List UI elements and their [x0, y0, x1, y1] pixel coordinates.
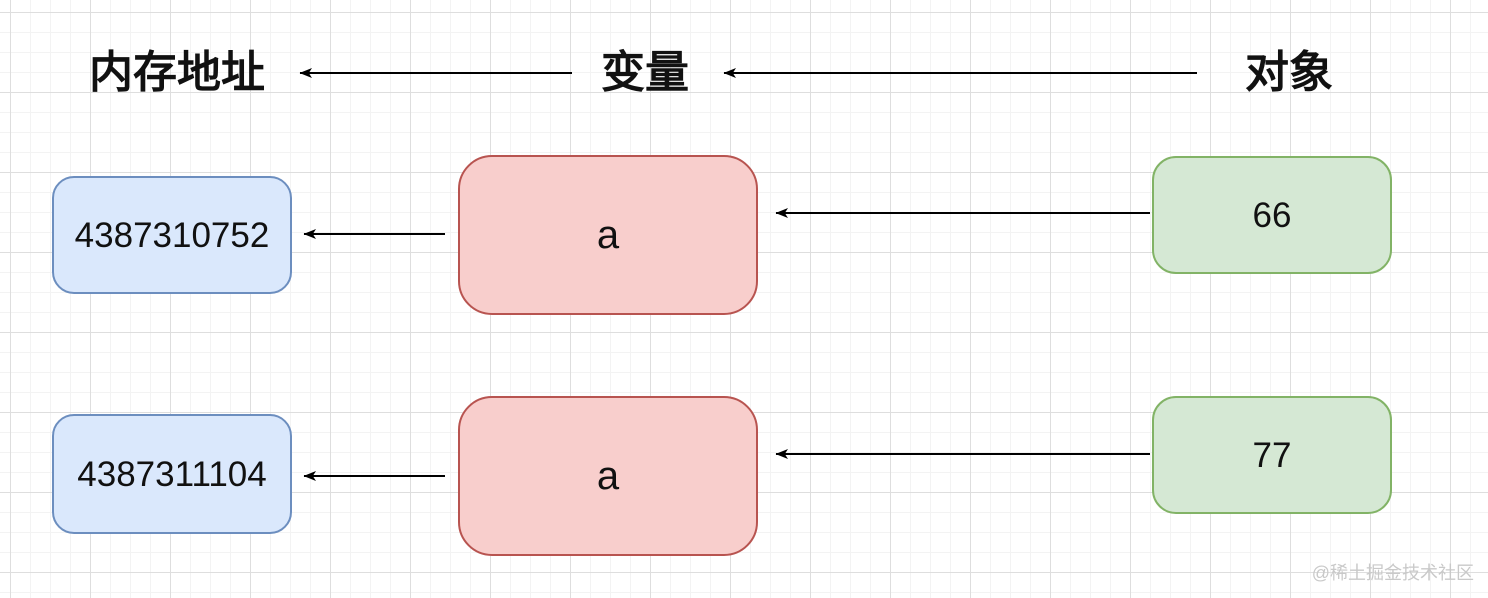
address-box-row1: 4387310752	[52, 176, 292, 294]
variable-box-row2: a	[458, 396, 758, 556]
object-header: 对象	[1245, 48, 1333, 97]
address-box-row2: 4387311104	[52, 414, 292, 534]
memory-address-header: 内存地址	[89, 48, 265, 97]
value-box-row1: 66	[1152, 156, 1392, 274]
watermark: @稀土掘金技术社区	[1311, 563, 1474, 583]
value-box-row2: 77	[1152, 396, 1392, 514]
variable-header: 变量	[601, 48, 689, 97]
variable-box-row1: a	[458, 155, 758, 315]
